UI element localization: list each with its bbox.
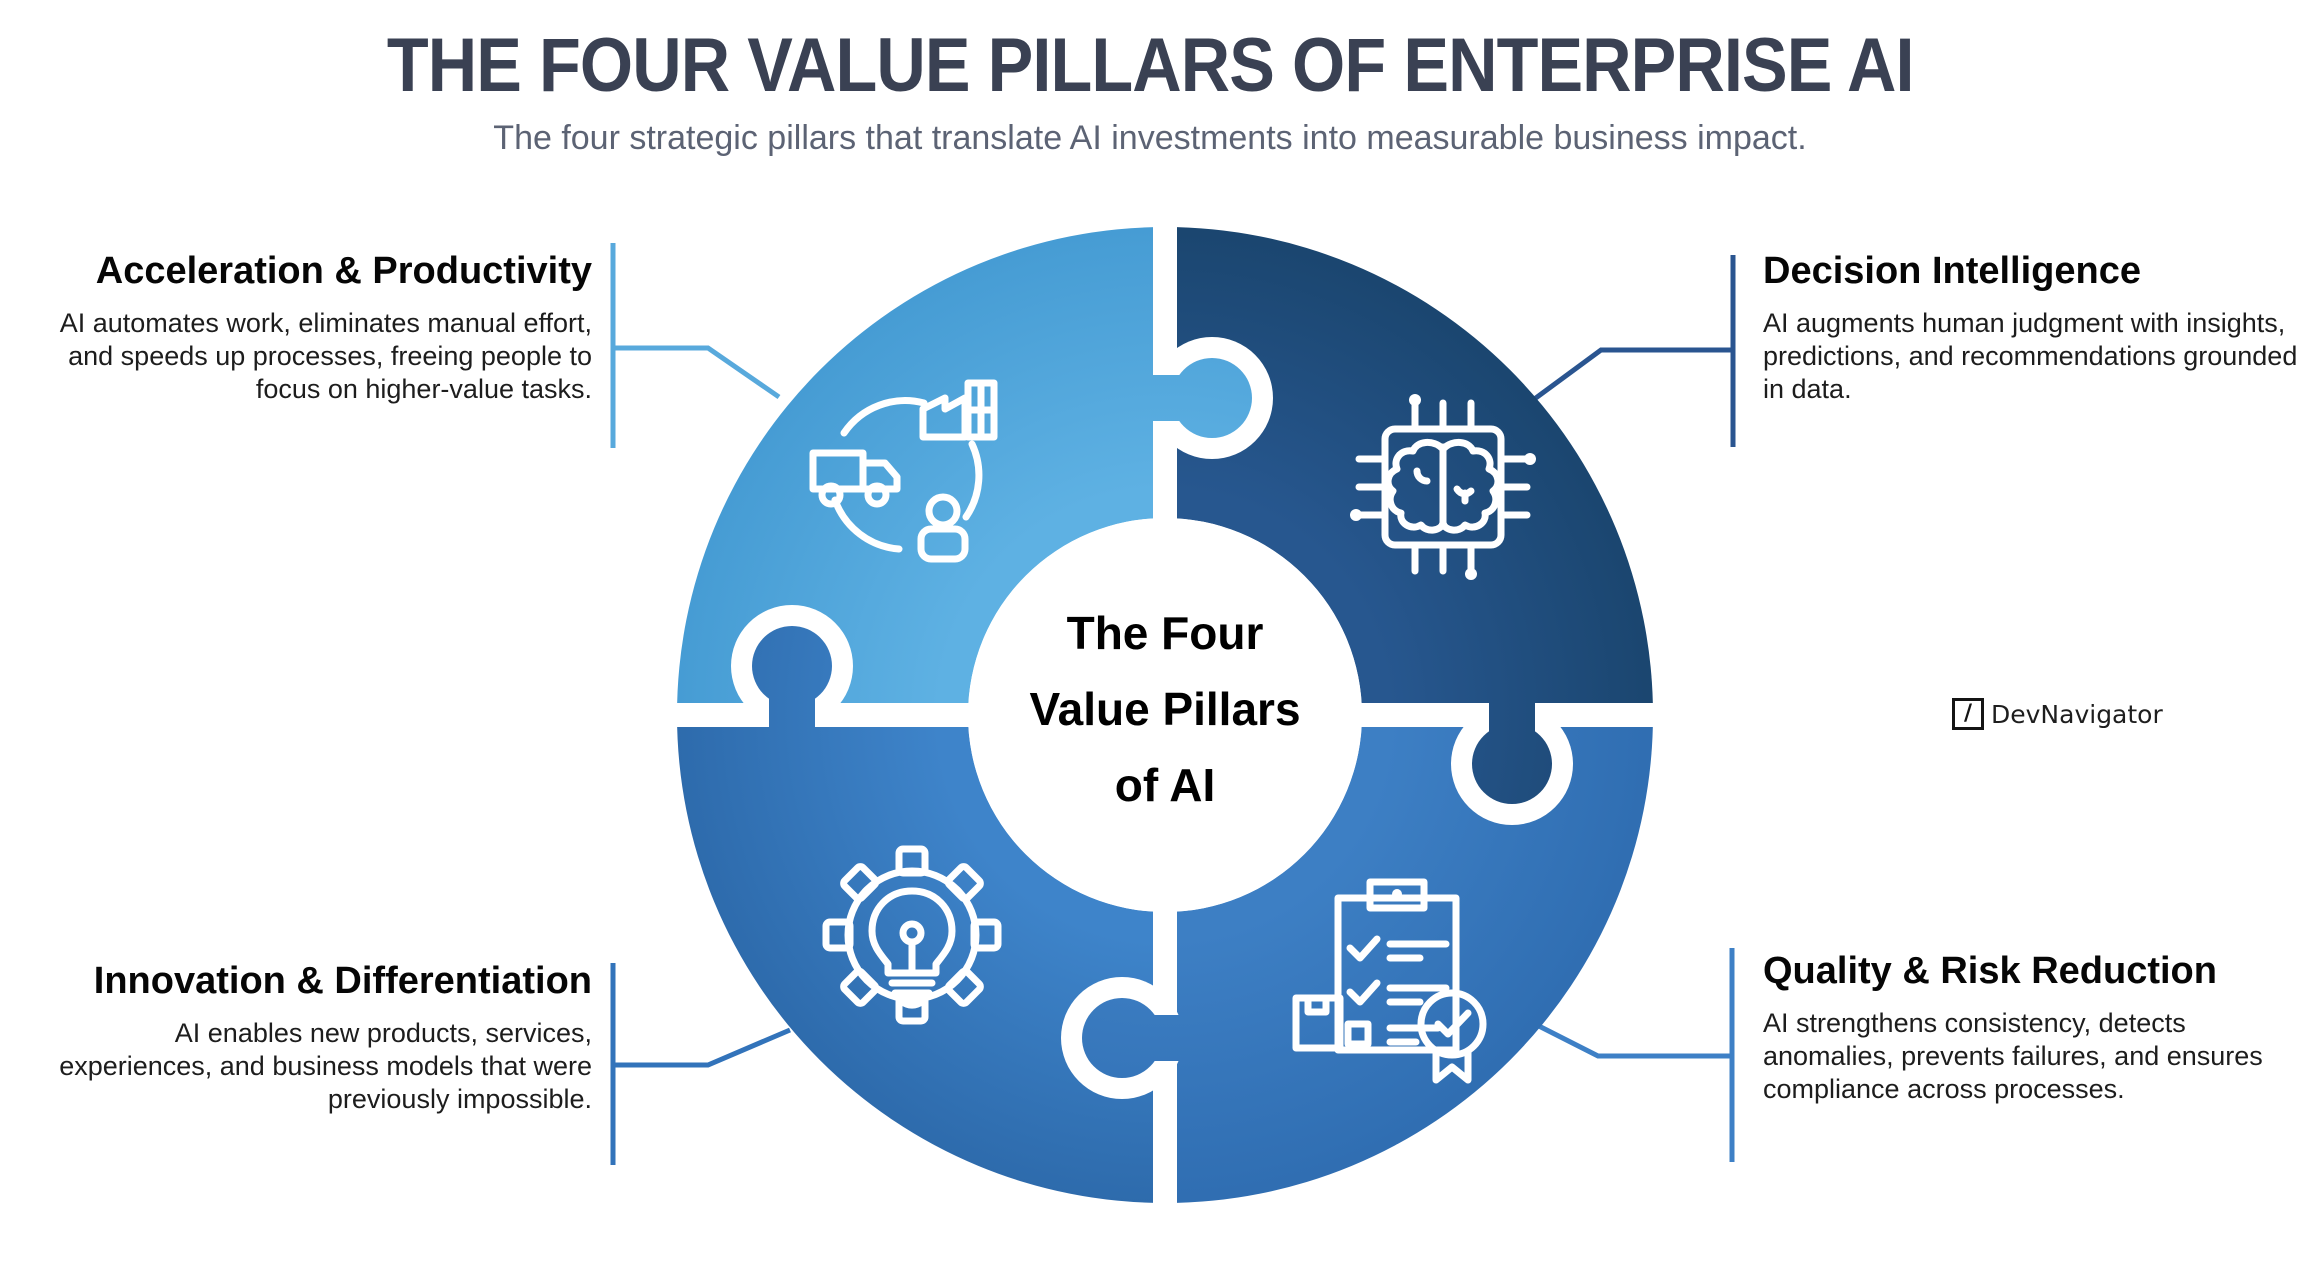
center-hub	[968, 518, 1362, 912]
pillar-card-innovation-differentiation: Innovation & Differentiation AI enables …	[30, 960, 592, 1116]
pillar-card-quality-risk-reduction: Quality & Risk Reduction AI strengthens …	[1763, 950, 2300, 1106]
connector-bottom-left	[610, 963, 791, 1165]
brand-name: DevNavigator	[1991, 699, 2163, 729]
pillar-title: Decision Intelligence	[1763, 250, 2141, 292]
pillar-title: Acceleration & Productivity	[95, 250, 592, 292]
pillar-title: Innovation & Differentiation	[93, 960, 592, 1002]
puzzle-knobs	[731, 337, 1573, 1099]
pillar-title: Quality & Risk Reduction	[1763, 950, 2217, 992]
center-line-3: of AI	[1114, 759, 1216, 811]
center-line-2: Value Pillars	[1029, 683, 1301, 735]
quadrant-bottom-left	[677, 715, 1165, 1203]
pillar-description: AI augments human judgment with insights…	[1763, 308, 2298, 404]
pillar-description: AI enables new products, services, exper…	[59, 1018, 592, 1114]
pillar-description: AI automates work, eliminates manual eff…	[59, 308, 592, 404]
connector-top-left	[610, 243, 781, 448]
connector-bottom-right	[1527, 948, 1735, 1162]
supply-chain-cycle-icon	[809, 379, 998, 563]
brand-logo: / DevNavigator	[1952, 698, 2163, 730]
header: THE FOUR VALUE PILLARS OF ENTERPRISE AI …	[0, 22, 2300, 158]
pillar-card-acceleration-productivity: Acceleration & Productivity AI automates…	[30, 250, 592, 406]
connector-top-right	[1527, 255, 1736, 447]
gear-lightbulb-icon	[822, 845, 1002, 1025]
quadrant-top-left	[677, 227, 1165, 715]
center-line-1: The Four	[1066, 607, 1264, 659]
pillar-card-decision-intelligence: Decision Intelligence AI augments human …	[1763, 250, 2300, 406]
quadrant-top-right	[1165, 227, 1653, 715]
checklist-award-icon	[1292, 878, 1487, 1084]
ai-chip-brain-icon	[1350, 394, 1536, 580]
center-label: The Four Value Pillars of AI	[965, 595, 1365, 823]
page-subtitle: The four strategic pillars that translat…	[493, 119, 1807, 157]
page-title: THE FOUR VALUE PILLARS OF ENTERPRISE AI	[386, 23, 1915, 108]
brand-slash-icon: /	[1952, 698, 1984, 730]
pillar-description: AI strengthens consistency, detects anom…	[1763, 1008, 2263, 1104]
